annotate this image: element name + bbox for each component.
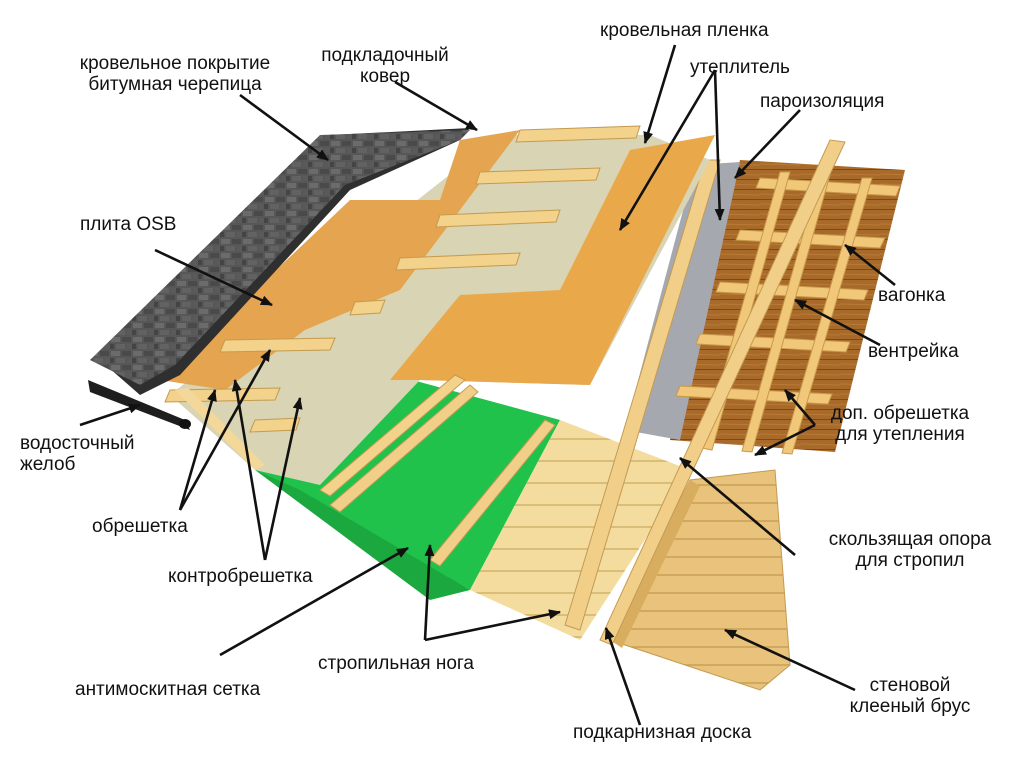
label-mosquito-net: антимоскитная сетка [75,679,261,700]
label-sliding-support-line2: для стропил [855,550,965,571]
label-extra-batten: доп. обрешетка для утепления [815,403,985,445]
label-wall-beam-line1: стеновой [869,675,951,696]
label-underlay-line2: ковер [359,66,411,87]
eave-board [175,388,265,470]
label-lining: вагонка [878,285,946,306]
label-underlay: подкладочный ковер [300,45,470,87]
label-vapor-barrier: пароизоляция [760,91,885,112]
batten-bars [164,125,641,497]
label-wall-beam-line2: клееный брус [849,696,971,717]
annotation-arrows [79,44,896,726]
label-underlay-line1: подкладочный [321,45,449,66]
label-gutter-line1: водосточный [20,433,135,454]
label-roof-membrane: кровельная пленка [600,20,769,41]
soffit-planks [470,420,690,640]
label-extra-batten-line1: доп. обрешетка [830,403,970,424]
rafters [329,139,846,646]
shingles-layer [90,130,470,385]
label-wall-beam: стеновой клееный брус [830,675,990,717]
label-rafter: стропильная нога [318,653,474,674]
label-vent-bar: вентрейка [868,341,959,362]
label-gutter: водосточный желоб [20,433,134,475]
membrane-layer [170,135,710,485]
label-counter-batten: контробрешетка [168,566,313,587]
label-gutter-line2: желоб [20,454,76,475]
label-extra-batten-line2: для утепления [835,424,965,445]
label-sliding-support-line1: скользящая опора [828,529,992,550]
label-shingles-line2: битумная черепица [88,74,262,95]
label-batten: обрешетка [92,516,188,537]
label-shingles-line1: кровельное покрытие [79,53,271,74]
label-osb: плита OSB [80,214,177,235]
osb-layer [160,130,715,390]
label-insulation: утеплитель [690,57,790,78]
wall-beam-gable [609,469,791,691]
label-soffit-board: подкарнизная доска [573,722,752,743]
label-shingles: кровельное покрытие битумная черепица [40,53,310,95]
label-sliding-support: скользящая опора для стропил [805,529,1015,571]
